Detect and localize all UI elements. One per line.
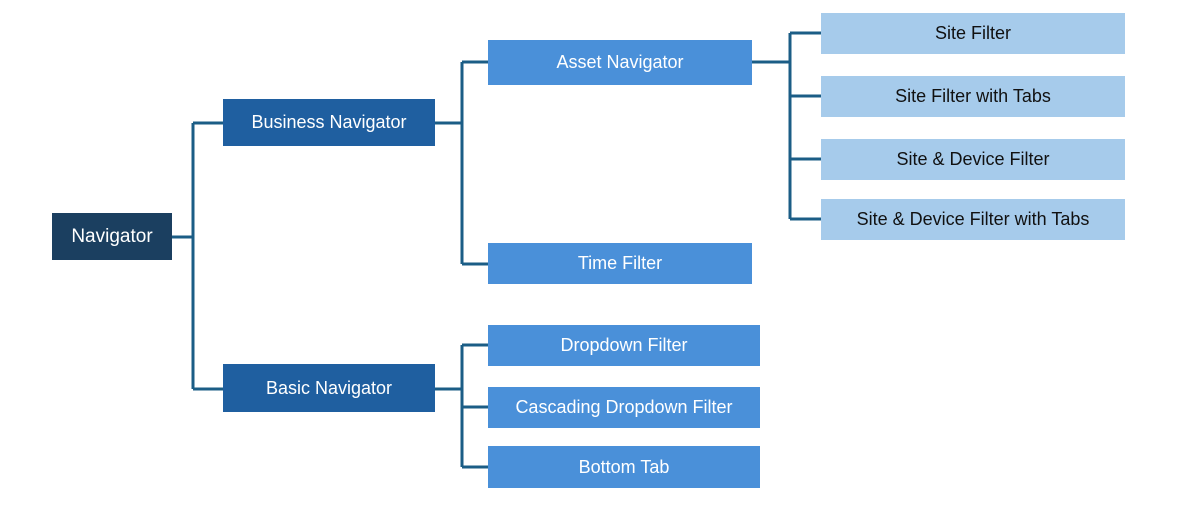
node-dropdown-filter-label: Dropdown Filter: [560, 335, 688, 356]
node-basic-navigator-label: Basic Navigator: [265, 377, 393, 398]
node-time-filter-label: Time Filter: [577, 253, 663, 274]
node-site-filter-with-tabs-label: Site Filter with Tabs: [895, 86, 1051, 107]
node-site-filter-with-tabs[interactable]: Site Filter with Tabs: [821, 76, 1125, 117]
node-time-filter[interactable]: Time Filter: [488, 243, 752, 284]
node-dropdown-filter[interactable]: Dropdown Filter: [488, 325, 760, 366]
node-site-device-filter-with-tabs[interactable]: Site & Device Filter with Tabs: [821, 199, 1125, 240]
node-site-device-filter-label: Site & Device Filter: [896, 149, 1050, 170]
node-site-device-filter[interactable]: Site & Device Filter: [821, 139, 1125, 180]
node-navigator[interactable]: Navigator: [52, 213, 172, 260]
node-basic-navigator[interactable]: Basic Navigator: [223, 364, 435, 412]
node-bottom-tab[interactable]: Bottom Tab: [488, 446, 760, 488]
node-site-device-filter-with-tabs-label: Site & Device Filter with Tabs: [856, 209, 1090, 230]
node-asset-navigator[interactable]: Asset Navigator: [488, 40, 752, 85]
node-site-filter-label: Site Filter: [934, 23, 1012, 44]
node-cascading-dropdown-filter-label: Cascading Dropdown Filter: [515, 397, 733, 418]
node-cascading-dropdown-filter[interactable]: Cascading Dropdown Filter: [488, 387, 760, 428]
node-business-navigator-label: Business Navigator: [251, 112, 407, 133]
node-site-filter[interactable]: Site Filter: [821, 13, 1125, 54]
node-asset-navigator-label: Asset Navigator: [556, 52, 684, 73]
node-navigator-label: Navigator: [71, 225, 153, 247]
node-bottom-tab-label: Bottom Tab: [578, 456, 670, 477]
node-business-navigator[interactable]: Business Navigator: [223, 99, 435, 146]
